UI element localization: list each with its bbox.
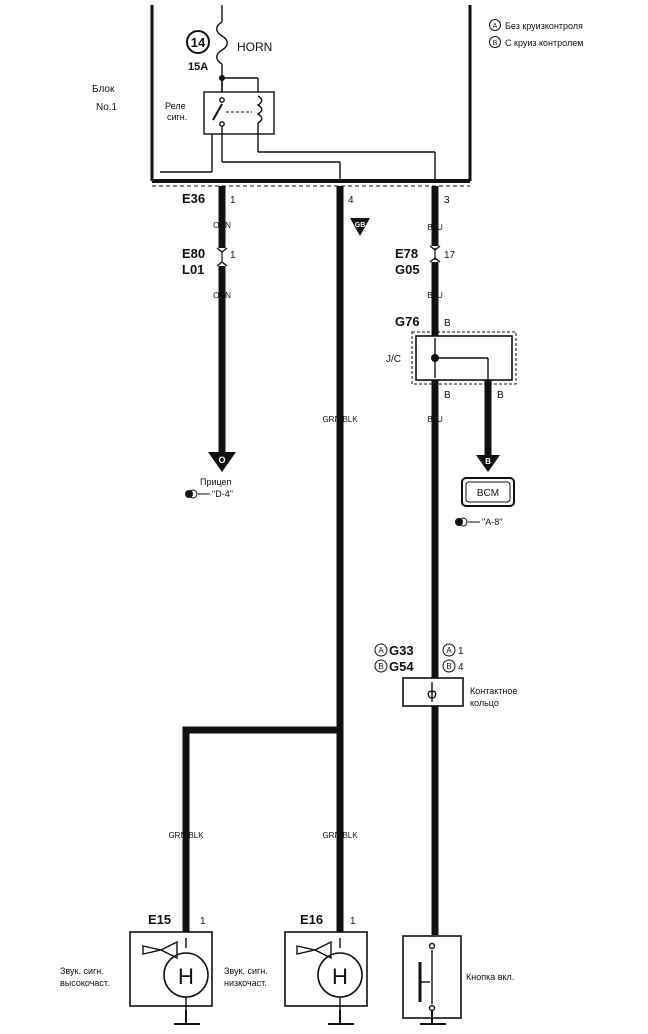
fuse-rating: 15A <box>188 61 208 73</box>
relay-label-line2: сигн. <box>167 112 187 122</box>
wire-blu-label-1: BLU <box>427 223 443 232</box>
horn-low-symbol: H <box>332 964 348 989</box>
conn-e15: E15 <box>148 912 171 927</box>
fuse-block <box>150 5 472 187</box>
g54-pin-variant-b: B <box>446 662 451 671</box>
wire-b-g76: B <box>444 318 451 329</box>
ground-branch-arrow <box>350 218 370 236</box>
fuse-number: 14 <box>191 35 206 50</box>
clockspring-label-2: кольцо <box>470 698 499 708</box>
trailer-arrow-letter: O <box>218 455 225 465</box>
wire-blu-label-3: BLU <box>427 415 443 424</box>
conn-e36: E36 <box>182 191 205 206</box>
conn-e80: E80 <box>182 246 205 261</box>
conn-g05: G05 <box>395 262 420 277</box>
horn-low-label-2: низкочаст. <box>224 978 267 988</box>
wire-orn-label-2: ORN <box>213 291 231 300</box>
conn-e78-pin: 17 <box>444 250 456 261</box>
legend: A Без круизконтроля B С круиз контролем <box>489 19 583 48</box>
block-title: Блок <box>92 84 115 95</box>
wire-grn-blk <box>182 186 344 945</box>
conn-jc: J/C <box>386 354 401 365</box>
g54-variant-b-circle <box>374 659 388 673</box>
clockspring-label-1: Контактное <box>470 686 517 696</box>
horn-low-label-1: Звук. сигн. <box>224 966 268 976</box>
trailer-arrow <box>208 452 236 472</box>
conn-pin3: 3 <box>444 195 450 206</box>
clock-spring <box>402 677 464 707</box>
conn-g33: G33 <box>389 643 414 658</box>
bcm-module <box>461 477 515 507</box>
block-number: No.1 <box>96 102 118 113</box>
bcm-label: BCM <box>477 488 499 499</box>
bcm-ref-icon <box>455 517 480 527</box>
legend-b-text: С круиз контролем <box>505 38 583 48</box>
horn-high-label-1: Звук. сигн. <box>60 966 104 976</box>
conn-g54-pin: 4 <box>458 662 464 673</box>
wire-b-jc-2: B <box>497 390 504 401</box>
horn-high <box>129 931 213 1025</box>
switch-label: Кнопка вкл. <box>466 972 514 982</box>
legend-b-letter: B <box>493 40 498 47</box>
horn-fuse <box>216 5 228 81</box>
g33-variant-a: A <box>378 646 384 655</box>
legend-a-letter: A <box>493 23 498 30</box>
wire-blu-label-2: BLU <box>427 291 443 300</box>
trailer-ref: "D-4" <box>212 489 233 499</box>
conn-e78: E78 <box>395 246 418 261</box>
gb-arrow-label: GB <box>355 222 366 229</box>
wire-orn <box>216 186 228 452</box>
conn-e16-pin: 1 <box>350 916 356 927</box>
wire-grn-blk-main: GRN/BLK <box>322 415 358 424</box>
horn-relay <box>160 77 436 181</box>
conn-g54: G54 <box>389 659 414 674</box>
conn-g33-pin: 1 <box>458 646 464 657</box>
horn-low <box>284 931 368 1025</box>
legend-a-text: Без круизконтроля <box>505 21 583 31</box>
g54-variant-b: B <box>378 662 383 671</box>
conn-e80-pin: 1 <box>230 250 236 261</box>
conn-e15-pin: 1 <box>200 916 206 927</box>
horn-high-symbol: H <box>178 964 194 989</box>
wire-grn-blk-right: GRN/BLK <box>322 831 358 840</box>
conn-pin4: 4 <box>348 195 354 206</box>
g54-pin-variant-b-circle <box>442 659 456 673</box>
bcm-arrow <box>476 455 500 472</box>
conn-e16: E16 <box>300 912 323 927</box>
wire-grn-blk-left: GRN/BLK <box>168 831 204 840</box>
g33-variant-a-circle <box>374 643 388 657</box>
conn-e36-pin: 1 <box>230 195 236 206</box>
joint-connector <box>411 331 517 385</box>
wire-blu <box>429 186 492 935</box>
g33-pin-variant-a-circle <box>442 643 456 657</box>
trailer-label: Прицеп <box>200 477 232 487</box>
horn-high-label-2: высокочаст. <box>60 978 110 988</box>
wire-orn-label-1: ORN <box>213 221 231 230</box>
trailer-ref-icon <box>185 489 210 499</box>
horn-switch <box>402 935 462 1025</box>
wire-b-jc-1: B <box>444 390 451 401</box>
fuse-name: HORN <box>237 40 272 54</box>
bcm-arrow-letter: B <box>485 457 491 466</box>
fuse-number-circle <box>186 30 210 54</box>
conn-l01: L01 <box>182 262 204 277</box>
g33-pin-variant-a: A <box>446 646 452 655</box>
relay-label-line1: Реле <box>165 101 186 111</box>
bcm-ref: "A-8" <box>482 517 502 527</box>
conn-g76: G76 <box>395 314 420 329</box>
